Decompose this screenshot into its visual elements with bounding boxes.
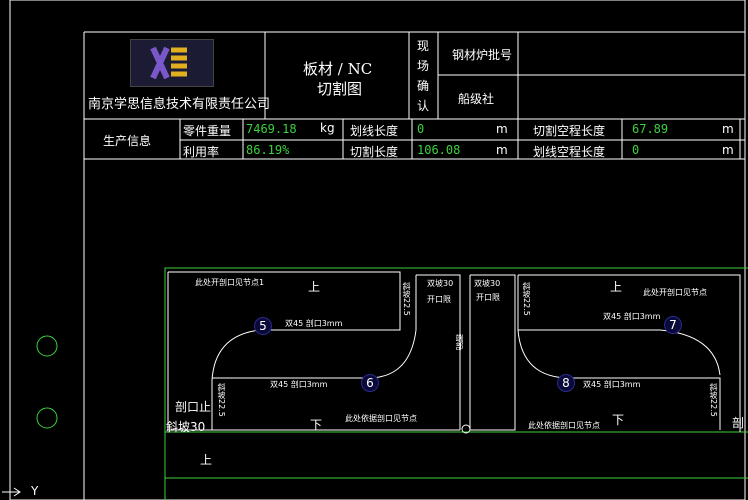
part-weight-label: 零件重量	[183, 124, 232, 138]
drawing-title-line1: 板材 / NC	[303, 60, 373, 78]
confirm-char-2: 场	[417, 59, 430, 73]
bottom-note-right: 此处依据剖口见节点	[528, 421, 600, 430]
mark-up-right: 上	[610, 280, 623, 294]
center-note-1: 双坡30	[427, 279, 454, 288]
confirm-char-3: 确	[417, 79, 430, 93]
confirm-char-1: 现	[417, 39, 430, 53]
bevel-label-b1: 双45 剖口3mm	[270, 380, 328, 389]
center-note-2: 开口限	[427, 295, 451, 304]
company-name: 南京学思信息技术有限责任公司	[88, 97, 271, 112]
datum-point-mid	[461, 424, 471, 434]
mark-down-left: 下	[310, 418, 323, 432]
mark-up-left: 上	[308, 280, 321, 294]
part-number-8[interactable]: 8	[557, 374, 575, 392]
bevel-vert-2: 斜坡22.5	[217, 383, 226, 417]
bevel-vert-4: 斜坡22.5	[709, 383, 718, 417]
class-society-label: 船级社	[458, 92, 495, 106]
cut-idle-value: 67.89	[632, 122, 669, 136]
company-logo	[130, 39, 214, 87]
part-center[interactable]	[416, 274, 516, 431]
part-number-6[interactable]: 6	[361, 374, 379, 392]
side-marker-top[interactable]	[36, 335, 58, 357]
drawing-title-line2: 切割图	[317, 80, 363, 98]
bevel-vert-1: 斜坡22.5	[402, 282, 411, 316]
mark-down-right: 下	[612, 413, 625, 427]
cut-idle-label: 切割空程长度	[533, 124, 606, 138]
utilization-label: 利用率	[183, 145, 220, 159]
center-note-3: 双坡30	[474, 279, 501, 288]
logo-mark-icon	[131, 40, 213, 86]
part-number-5[interactable]: 5	[254, 317, 272, 335]
side-marker-bottom[interactable]	[36, 407, 58, 429]
bottom-note-left: 此处依据剖口见节点	[345, 414, 417, 423]
center-vert-note: 端部	[455, 334, 464, 350]
part-left[interactable]	[167, 271, 460, 431]
bevel-vert-3: 斜坡22.5	[522, 282, 531, 316]
note-open-cut: 此处开剖口见节点1	[195, 278, 265, 287]
cut-length-unit: m	[496, 143, 508, 157]
mark-length-value: 0	[417, 122, 425, 136]
drawing-frame-outer	[9, 0, 746, 500]
steel-batch-label: 钢材炉批号	[452, 48, 513, 62]
top-note-right: 此处开剖口见节点	[643, 288, 707, 297]
part-right[interactable]	[517, 274, 741, 432]
mark-length-label: 划线长度	[350, 124, 399, 138]
mark-idle-value: 0	[632, 143, 640, 157]
center-note-4: 开口限	[476, 293, 500, 302]
bevel-left-value: 斜坡30	[166, 420, 206, 434]
ucs-icon	[2, 487, 21, 497]
bevel-label-a1: 双45 剖口3mm	[285, 319, 343, 328]
bevel-label-a2: 双45 剖口3mm	[603, 312, 661, 321]
confirm-char-4: 认	[417, 99, 430, 113]
cut-idle-unit: m	[722, 122, 734, 136]
mark-idle-unit: m	[722, 143, 734, 157]
part-weight-unit: kg	[320, 121, 335, 135]
part-number-7[interactable]: 7	[664, 316, 682, 334]
cut-length-label: 切割长度	[350, 145, 399, 159]
mark-idle-label: 划线空程长度	[533, 145, 606, 159]
mark-length-unit: m	[496, 122, 508, 136]
mark-bottom: 上	[200, 453, 213, 467]
far-right-mark: 剖	[732, 416, 745, 430]
utilization-value: 86.19%	[246, 143, 290, 157]
bevel-label-b2: 双45 剖口3mm	[583, 380, 641, 389]
plate-outline	[164, 267, 748, 500]
cut-length-value: 106.08	[417, 143, 461, 157]
part-weight-value: 7469.18	[246, 122, 297, 136]
bevel-left-label: 剖口止	[175, 400, 212, 414]
ucs-y-label: Y	[31, 484, 39, 498]
production-section-label: 生产信息	[103, 134, 152, 148]
